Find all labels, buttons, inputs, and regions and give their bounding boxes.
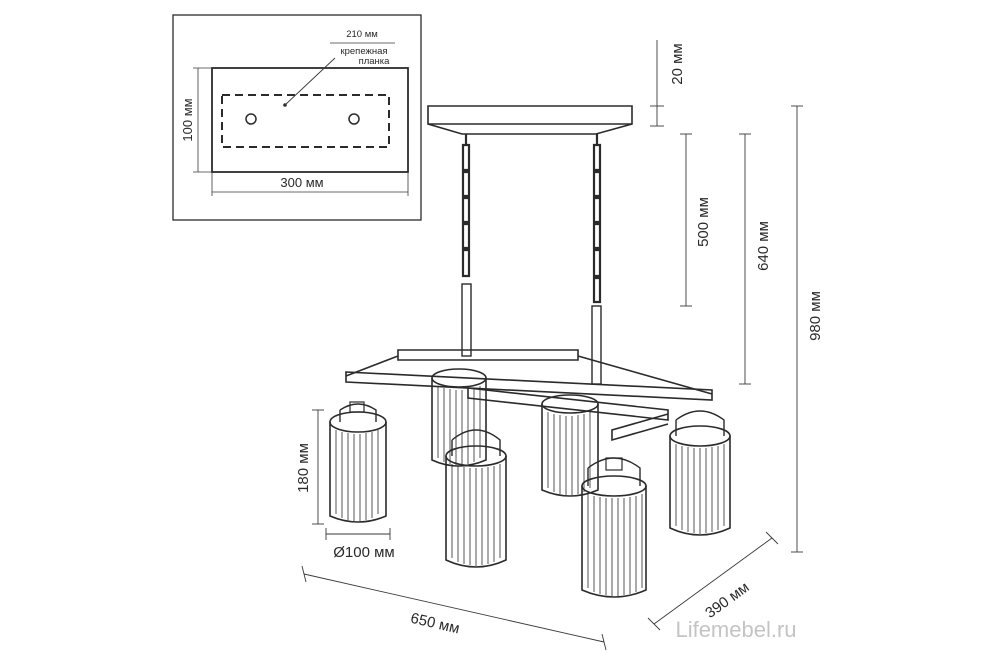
frame-back-bar — [397, 349, 579, 361]
rod-right — [591, 305, 602, 385]
rod-left — [461, 283, 472, 357]
shade-back-left — [431, 368, 487, 467]
plate-label-line1: крепежная — [340, 46, 387, 57]
shade-right — [669, 410, 731, 536]
shade-left — [329, 401, 387, 523]
label-shade-height: 180 мм — [295, 443, 312, 493]
inset-frame — [172, 14, 422, 221]
mount-plate-outline — [221, 94, 390, 148]
shade-front-right — [581, 457, 647, 598]
dim-length-line — [303, 573, 605, 643]
mount-plate-inset: 210 мм крепежная планка 100 мм 300 мм — [172, 14, 422, 221]
shade-front-left — [445, 429, 507, 568]
label-total-height: 980 мм — [807, 291, 824, 341]
label-chain-length: 500 мм — [695, 197, 712, 247]
frame-cross-left — [345, 355, 399, 377]
ceiling-canopy — [427, 105, 633, 135]
label-shade-diameter: Ø100 мм — [333, 544, 395, 561]
canopy-outline — [211, 67, 409, 173]
plate-label-leader — [284, 57, 336, 106]
dim-length-tick-left — [301, 565, 307, 583]
watermark: Lifemebel.ru — [675, 617, 796, 642]
canopy-width-label: 300 мм — [280, 175, 323, 190]
dimension-lines — [301, 40, 803, 651]
dim-depth-tick-left — [647, 617, 661, 631]
frame-cross-right — [577, 355, 713, 395]
label-suspension-height: 640 мм — [755, 221, 772, 271]
chain-left — [461, 134, 471, 278]
dim-depth-tick-right — [765, 531, 779, 545]
mount-hole-left — [245, 113, 257, 125]
label-canopy-height: 20 мм — [669, 43, 686, 84]
chain-right — [592, 134, 602, 304]
frame-arm-front — [611, 413, 669, 442]
dim-length-tick-right — [601, 633, 607, 651]
mount-hole-right — [348, 113, 360, 125]
chandelier-drawing — [329, 105, 731, 598]
shade-center — [541, 394, 599, 497]
plate-label-line2: планка — [359, 56, 391, 67]
label-length: 650 мм — [409, 610, 461, 638]
frame-main-bar — [345, 371, 713, 401]
dim-depth-line — [653, 537, 773, 625]
label-depth: 390 мм — [702, 579, 752, 622]
canopy-depth-label: 100 мм — [180, 98, 195, 141]
plate-width-label: 210 мм — [346, 29, 378, 40]
